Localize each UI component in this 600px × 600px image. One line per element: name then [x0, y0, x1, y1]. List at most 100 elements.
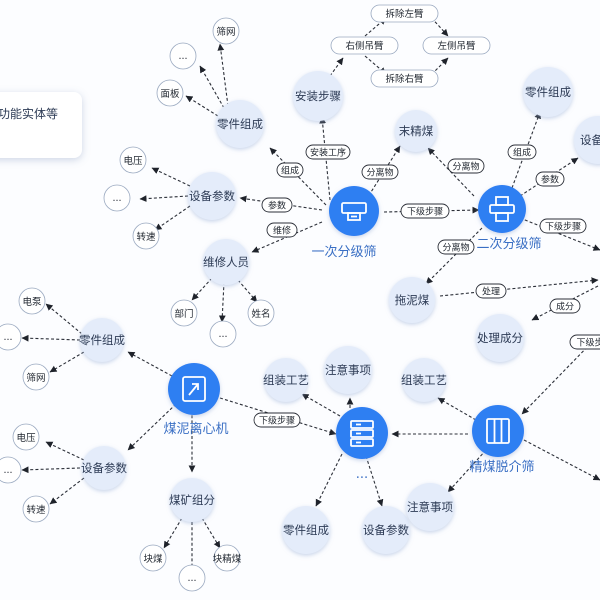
- node-notes-b-bubble[interactable]: [406, 483, 454, 531]
- edge-labels: 安装工序 组成 参数 维修 分离物 下级步骤 分离物 组成 参数 下级步骤 分离…: [253, 144, 600, 428]
- label-speed-c: 转速: [26, 504, 46, 516]
- leaf-ellipsis-d[interactable]: [0, 323, 22, 351]
- label-remove-left-arm: 拆除左臂: [385, 8, 424, 20]
- edge-paramsA-speed: [154, 205, 191, 231]
- server-stack-icon: [350, 420, 374, 447]
- hub-secondary-screen[interactable]: [478, 185, 526, 233]
- label-centrifuge: 煤泥离心机: [163, 421, 228, 437]
- node-parts-c-bubble[interactable]: [80, 318, 124, 362]
- leaf-ellipsis-b[interactable]: [103, 184, 131, 212]
- leaf-speed-c[interactable]: [22, 495, 50, 523]
- edge-label-separate-1: 分离物: [366, 167, 393, 179]
- label-slime: 拖泥煤: [395, 293, 430, 307]
- node-labels: 安装步骤 拆除左臂 右侧吊臂 左侧吊臂 拆除右臂 零件组成 筛网 ... 面板 …: [3, 8, 600, 584]
- label-department: 部门: [174, 308, 193, 320]
- legend-card: 功能实体等: [0, 92, 82, 158]
- leaf-right-arm[interactable]: [330, 36, 399, 55]
- node-coal-group-bubble[interactable]: [170, 478, 214, 522]
- leaf-lump-coal[interactable]: [139, 544, 167, 572]
- node-params-c-bubble[interactable]: [82, 446, 126, 490]
- edge-paramsC-speed: [49, 477, 85, 505]
- edge-hub2-paramsB: [519, 157, 579, 197]
- node-params-a-bubble[interactable]: [188, 172, 236, 220]
- edge-staff-department: [191, 277, 213, 301]
- screen-unit-icon: [489, 196, 515, 222]
- leaf-speed-a[interactable]: [132, 222, 160, 250]
- edge-coal-lump: [163, 517, 183, 549]
- screen-machine-icon: [341, 202, 367, 221]
- label-coal-group: 煤矿组分: [169, 493, 215, 507]
- edge-paramsC-ellipsis: [21, 466, 81, 474]
- label-ellipsis-a: ...: [178, 51, 187, 62]
- leaf-left-arm[interactable]: [422, 36, 491, 55]
- node-parts-b-bubble[interactable]: [523, 67, 573, 117]
- edge-label-compose-1: 组成: [281, 165, 299, 177]
- label-ellipsis-c: ...: [218, 329, 227, 340]
- node-assembly-a-bubble[interactable]: [264, 358, 308, 402]
- edge-label-separate-2: 分离物: [452, 161, 479, 173]
- leaf-screen-mesh-a[interactable]: [212, 17, 240, 45]
- edge-label-next-1: 下级步骤: [407, 206, 443, 218]
- edge-label-next-4: 下级步骤: [259, 415, 295, 427]
- leaf-ellipsis-f[interactable]: [178, 564, 206, 592]
- node-fine-coal-bubble[interactable]: [395, 110, 437, 152]
- edge-label-compose-2: 组成: [513, 147, 531, 159]
- label-parts-b: 零件组成: [525, 85, 571, 99]
- leaf-remove-left-arm[interactable]: [370, 4, 439, 23]
- label-lump-coal: 块煤: [143, 553, 163, 565]
- leaf-panel[interactable]: [156, 79, 184, 107]
- label-name: 姓名: [251, 308, 270, 320]
- leaf-voltage-c[interactable]: [12, 423, 40, 451]
- node-notes-a-bubble[interactable]: [324, 346, 372, 394]
- leaf-name[interactable]: [247, 299, 275, 327]
- edge-paramsA-voltage: [151, 167, 191, 187]
- label-primary-screen: 一次分级筛: [311, 244, 376, 260]
- column-sieve-icon: [486, 418, 510, 444]
- leaf-remove-right-arm[interactable]: [370, 69, 439, 88]
- label-secondary-screen: 二次分级筛: [476, 236, 541, 252]
- edge-hub3-partsD: [315, 453, 343, 507]
- leaf-voltage-a[interactable]: [119, 146, 147, 174]
- edge-label-next-3: 下级步: [576, 337, 600, 349]
- leaf-ellipsis-e[interactable]: [0, 456, 22, 484]
- edge-label-component: 成分: [556, 301, 574, 313]
- edge-label-maint-1: 维修: [273, 225, 291, 237]
- leaf-department[interactable]: [170, 299, 198, 327]
- hub-fine-coal-screen[interactable]: [472, 405, 524, 457]
- edge-install-rightarm: [329, 57, 344, 77]
- label-install-steps: 安装步骤: [295, 89, 341, 103]
- node-slime-bubble[interactable]: [389, 277, 435, 323]
- edge-partsA-panel: [185, 95, 219, 117]
- node-maint-staff-bubble[interactable]: [203, 239, 249, 285]
- hub-labels: 一次分级筛 二次分级筛 煤泥离心机 精煤脱介筛: [163, 236, 541, 475]
- label-params-c: 设备参数: [81, 461, 127, 475]
- hub-assembly-unit[interactable]: [336, 407, 388, 459]
- node-assembly-b-bubble[interactable]: [402, 358, 446, 402]
- label-maint-staff: 维修人员: [203, 255, 249, 269]
- label-screen-mesh-c: 筛网: [26, 372, 45, 384]
- node-parts-d-bubble[interactable]: [282, 506, 330, 554]
- node-params-d-bubble[interactable]: [362, 506, 410, 554]
- label-params-d: 设备参数: [363, 523, 409, 537]
- edge-hub1-parts: [269, 147, 327, 206]
- edge-partsC-ellipsis: [21, 334, 81, 342]
- edge-partsC-mesh: [49, 351, 85, 373]
- legend-text: 功能实体等: [0, 107, 59, 121]
- node-process-component-bubble[interactable]: [476, 314, 524, 362]
- entity-nodes: [80, 67, 600, 554]
- node-parts-a-bubble[interactable]: [216, 100, 264, 148]
- leaf-ellipsis-c[interactable]: [209, 320, 237, 348]
- edge-staff-ellipsis: [218, 281, 226, 323]
- edge-hub3-assemblyA: [301, 393, 341, 417]
- node-install-steps-bubble[interactable]: [293, 71, 343, 121]
- leaf-pump[interactable]: [18, 287, 46, 315]
- node-params-b-bubble[interactable]: [574, 116, 600, 164]
- leaf-ellipsis-a[interactable]: [169, 42, 197, 70]
- leaf-lump-fine[interactable]: [213, 544, 241, 572]
- edge-paramsC-voltage: [45, 441, 85, 461]
- hub-primary-screen[interactable]: [329, 186, 379, 236]
- leaf-screen-mesh-c[interactable]: [22, 363, 50, 391]
- edge-partsA-mesh: [217, 43, 229, 107]
- edge-label-install-process: 安装工序: [310, 147, 346, 159]
